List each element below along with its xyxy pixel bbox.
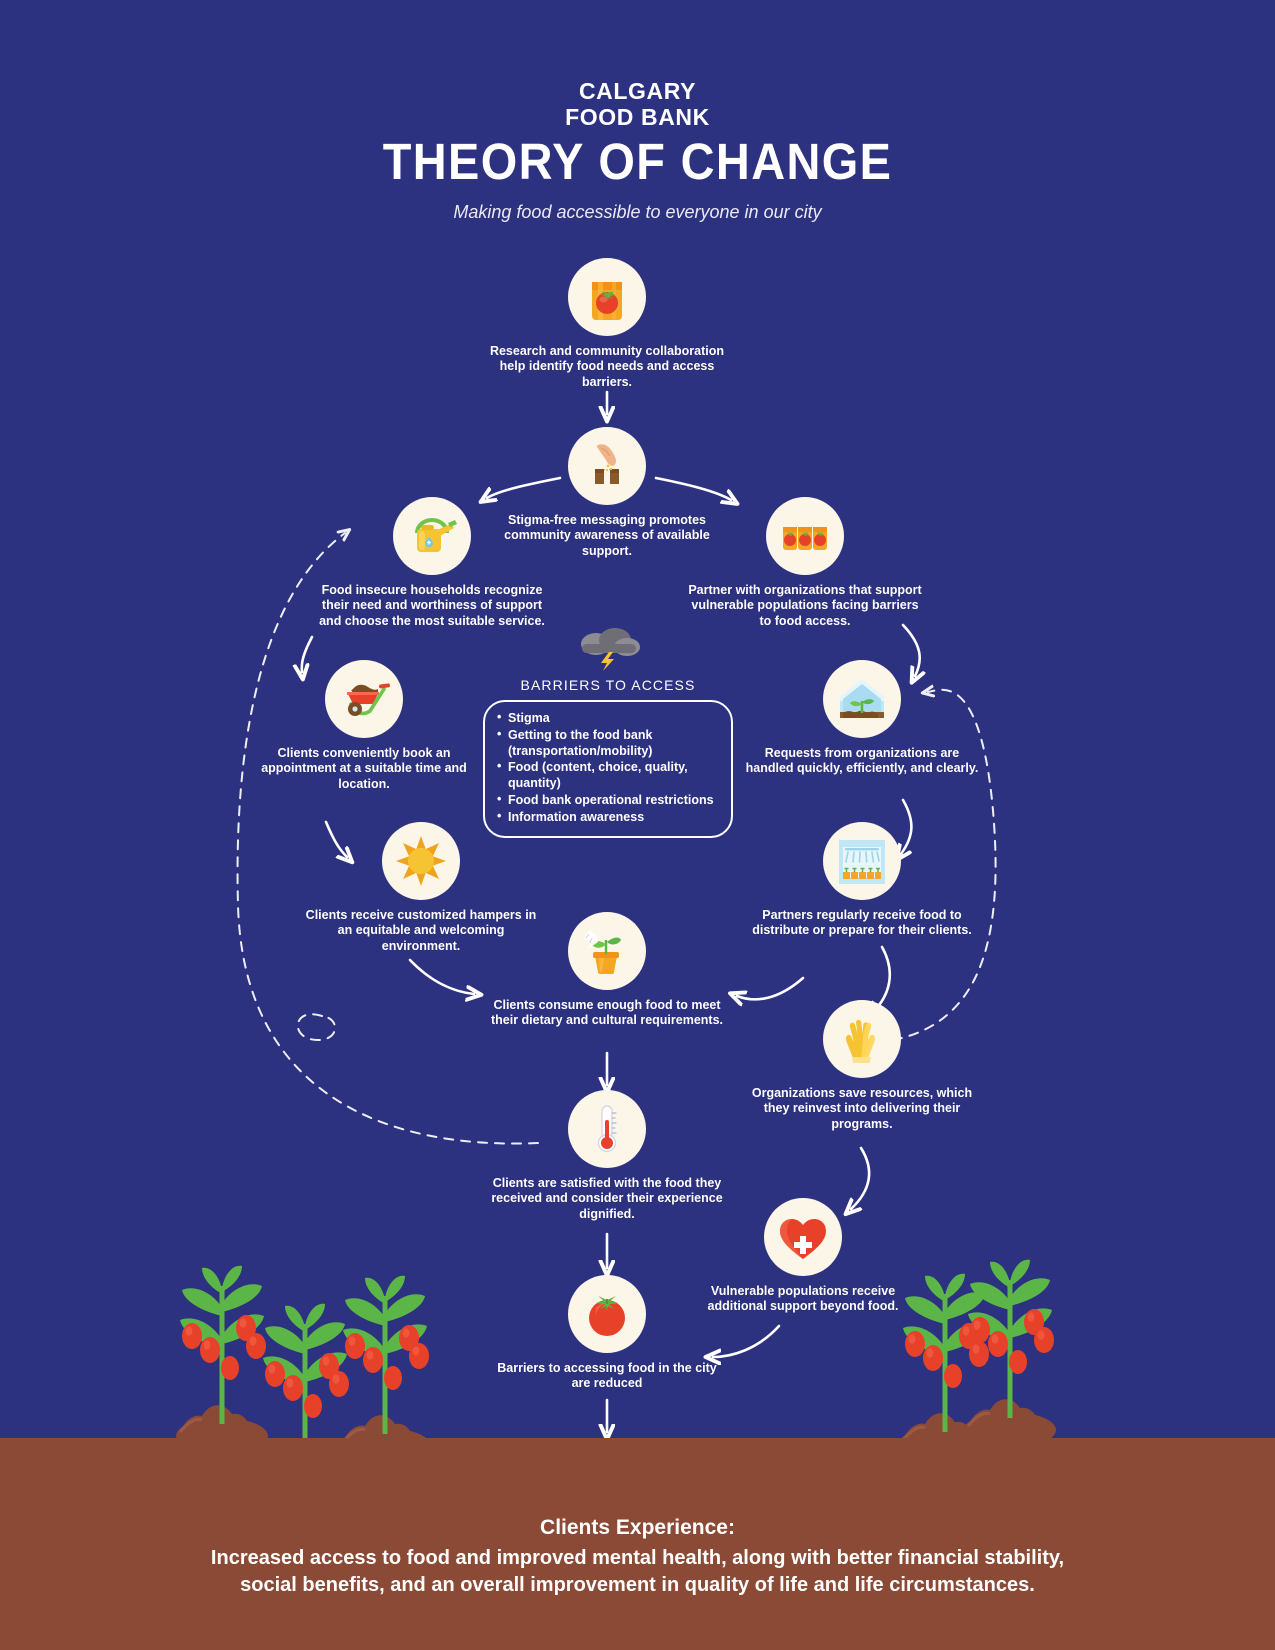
- node-orgs-save-resources[interactable]: Organizations save resources, which they…: [742, 1000, 982, 1132]
- node-households-recognize[interactable]: Food insecure households recognize their…: [312, 497, 552, 629]
- node-caption: Organizations save resources, which they…: [751, 1086, 973, 1131]
- node-requests-handled[interactable]: Requests from organizations are handled …: [742, 660, 982, 777]
- node-partner-orgs[interactable]: Partner with organizations that support …: [685, 497, 925, 629]
- barrier-item: Stigma: [497, 710, 721, 727]
- node-caption: Clients consume enough food to meet thei…: [490, 998, 723, 1028]
- node-caption: Clients receive customized hampers in an…: [305, 908, 537, 953]
- node-caption: Requests from organizations are handled …: [745, 746, 979, 776]
- thermometer-icon: [568, 1090, 646, 1168]
- node-caption: Barriers to accessing food in the city a…: [497, 1361, 717, 1391]
- barrier-item: Food (content, choice, quality, quantity…: [497, 759, 721, 792]
- footer-title: Clients Experience:: [540, 1516, 735, 1540]
- footer-line-2: social benefits, and an overall improvem…: [240, 1573, 1035, 1596]
- ground-band: [0, 1438, 1275, 1650]
- hand-planting-seeds-icon: [568, 427, 646, 505]
- barriers-list: Stigma Getting to the food bank (transpo…: [497, 710, 721, 826]
- node-caption: Clients conveniently book an appointment…: [261, 746, 467, 791]
- brand-line-1: CALGARY: [578, 78, 697, 104]
- barriers-list-box: Stigma Getting to the food bank (transpo…: [483, 700, 733, 839]
- node-stigma-free[interactable]: Stigma-free messaging promotes community…: [487, 427, 727, 559]
- brand-logo: CALGARY FOOD BANK: [0, 78, 1275, 131]
- three-seed-packets-icon: [766, 497, 844, 575]
- node-caption: Clients are satisfied with the food they…: [491, 1176, 723, 1221]
- node-caption: Partner with organizations that support …: [688, 583, 922, 628]
- barrier-item: Food bank operational restrictions: [497, 792, 721, 809]
- barrier-item: Information awareness: [497, 809, 721, 826]
- page-title: THEORY OF CHANGE: [382, 133, 893, 190]
- node-barriers-reduced[interactable]: Barriers to accessing food in the city a…: [487, 1275, 727, 1392]
- storm-cloud-lightning-icon: [570, 625, 646, 671]
- greenhouse-irrigation-icon: [823, 822, 901, 900]
- seed-packet-tomato-icon: [568, 258, 646, 336]
- gardening-gloves-icon: [823, 1000, 901, 1078]
- node-partners-receive-food[interactable]: Partners regularly receive food to distr…: [742, 822, 982, 939]
- tomato-icon: [568, 1275, 646, 1353]
- heart-first-aid-icon: [764, 1198, 842, 1276]
- brand-line-2: FOOD BANK: [565, 104, 710, 131]
- node-customized-hampers[interactable]: Clients receive customized hampers in an…: [301, 822, 541, 954]
- node-book-appointment[interactable]: Clients conveniently book an appointment…: [244, 660, 484, 792]
- greenhouse-seedling-icon: [823, 660, 901, 738]
- footer-message: Clients Experience: Increased access to …: [138, 1516, 1138, 1598]
- node-caption: Research and community collaboration hel…: [489, 344, 725, 389]
- barriers-title: BARRIERS TO ACCESS: [520, 677, 696, 693]
- node-caption: Vulnerable populations receive additiona…: [707, 1284, 899, 1314]
- node-clients-satisfied[interactable]: Clients are satisfied with the food they…: [487, 1090, 727, 1222]
- wheelbarrow-icon: [325, 660, 403, 738]
- node-caption: Stigma-free messaging promotes community…: [504, 513, 710, 558]
- node-research[interactable]: Research and community collaboration hel…: [487, 258, 727, 390]
- page-subtitle: Making food accessible to everyone in ou…: [453, 202, 822, 222]
- node-caption: Food insecure households recognize their…: [319, 583, 545, 628]
- barrier-item: Getting to the food bank (transportation…: [497, 727, 721, 760]
- node-additional-support[interactable]: Vulnerable populations receive additiona…: [683, 1198, 923, 1315]
- node-caption: Partners regularly receive food to distr…: [752, 908, 972, 938]
- barriers-to-access-panel: BARRIERS TO ACCESS Stigma Getting to the…: [483, 625, 733, 839]
- footer-line-1: Increased access to food and improved me…: [210, 1547, 1065, 1570]
- potted-seedling-icon: [568, 912, 646, 990]
- sun-icon: [382, 822, 460, 900]
- node-clients-consume[interactable]: Clients consume enough food to meet thei…: [487, 912, 727, 1029]
- watering-can-icon: [393, 497, 471, 575]
